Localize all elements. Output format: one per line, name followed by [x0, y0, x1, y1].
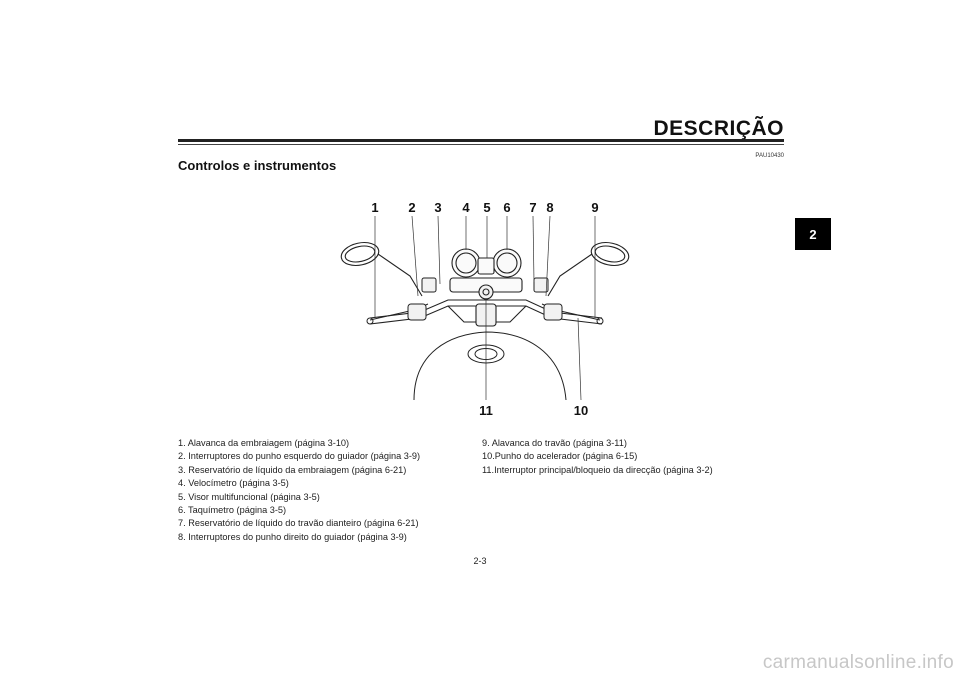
- section-code: PAU10430: [755, 153, 784, 159]
- legend-item: 6. Taquímetro (página 3-5): [178, 505, 287, 516]
- callout-8: 8: [546, 200, 553, 215]
- legend-right: 9. Alavanca do travão (página 3-11) 10.P…: [482, 437, 782, 477]
- callout-4: 4: [462, 200, 470, 215]
- instrument-cluster: [449, 248, 523, 293]
- legend-left: 1. Alavanca da embraiagem (página 3-10) …: [178, 437, 478, 544]
- handlebar-illustration: 1 2 3 4 5 6 7 8 9 10 11: [340, 200, 630, 418]
- legend-item: 9. Alavanca do travão (página 3-11): [482, 438, 627, 448]
- legend-item: 10.Punho do acelerador (página 6-15): [482, 451, 638, 462]
- left-switch-housing: [407, 277, 437, 321]
- callout-11: 11: [479, 403, 493, 418]
- left-mirror: [340, 241, 423, 297]
- leader-lines: [374, 215, 596, 401]
- legend-item: 2. Interruptores do punho esquerdo do gu…: [178, 451, 421, 462]
- fuel-tank: [413, 331, 567, 401]
- page-number: 2-3: [473, 556, 487, 566]
- callout-3: 3: [434, 200, 441, 215]
- callout-6: 6: [503, 200, 510, 215]
- callout-5: 5: [483, 200, 490, 215]
- legend-item: 7. Reservatório de líquido do travão dia…: [178, 518, 419, 529]
- section-heading: Controlos e instrumentos: [178, 158, 337, 173]
- legend-item: 8. Interruptores do punho direito do gui…: [178, 531, 407, 542]
- legend-item: 5. Visor multifuncional (página 3-5): [178, 491, 320, 502]
- callout-9: 9: [591, 200, 598, 215]
- page-header-title: DESCRIÇÃO: [653, 117, 784, 140]
- header-rule-thick: [178, 139, 784, 142]
- header-rule-thin: [178, 144, 784, 145]
- legend-item: 4. Velocímetro (página 3-5): [178, 478, 289, 489]
- right-mirror: [547, 241, 630, 297]
- right-switch-housing: [533, 277, 563, 321]
- chapter-tab[interactable]: 2: [795, 218, 831, 250]
- callout-1: 1: [371, 200, 378, 215]
- legend-item: 3. Reservatório de líquido da embraiagem…: [178, 464, 407, 475]
- watermark: carmanualsonline.info: [762, 652, 954, 673]
- legend-item: 11.Interruptor principal/bloqueio da dir…: [482, 464, 713, 475]
- callout-10: 10: [574, 403, 588, 418]
- callout-7: 7: [529, 200, 536, 215]
- legend-item: 1. Alavanca da embraiagem (página 3-10): [178, 438, 350, 448]
- callout-2: 2: [408, 200, 415, 215]
